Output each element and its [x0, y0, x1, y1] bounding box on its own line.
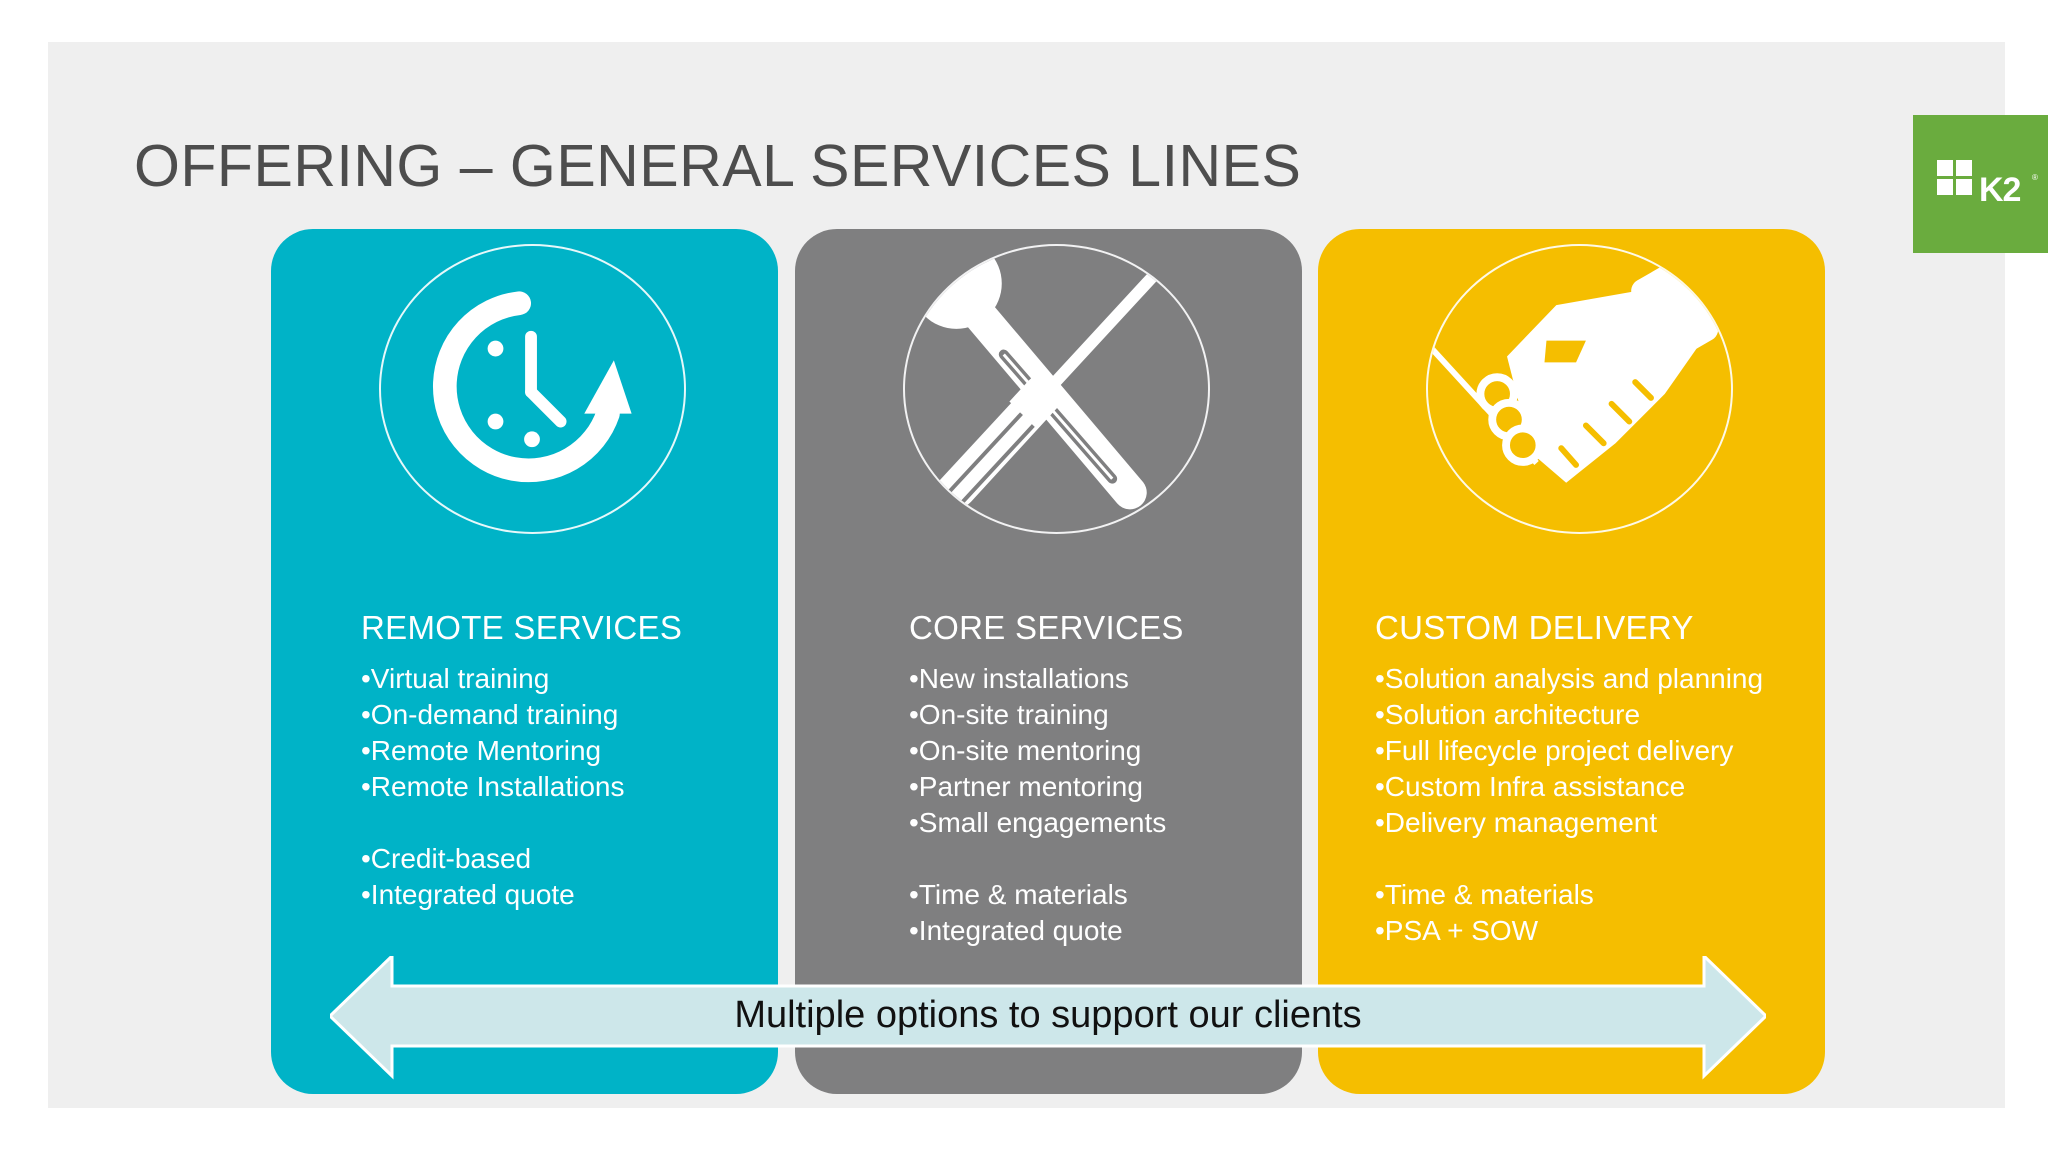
list-item: •PSA + SOW: [1375, 915, 1539, 946]
list-item: •Integrated quote: [361, 879, 575, 910]
card-list: •New installations •On-site training •On…: [909, 661, 1166, 949]
clock-refresh-icon: [379, 244, 686, 534]
list-item: •On-demand training: [361, 699, 619, 730]
list-spacer: [1375, 841, 1763, 877]
card-heading: REMOTE SERVICES: [361, 609, 683, 646]
list-item: •Time & materials: [909, 879, 1128, 910]
list-item: •Solution architecture: [1375, 699, 1641, 730]
list-item: •Full lifecycle project delivery: [1375, 735, 1734, 766]
logo-registered-mark: ®: [2032, 173, 2038, 182]
list-item: •Virtual training: [361, 663, 550, 694]
wrench-screwdriver-icon: [903, 244, 1210, 534]
list-item: •On-site training: [909, 699, 1109, 730]
list-item: •Integrated quote: [909, 915, 1123, 946]
list-item: •Custom Infra assistance: [1375, 771, 1686, 802]
k2-logo: K2 ®: [1913, 115, 2048, 253]
list-item: •Remote Mentoring: [361, 735, 602, 766]
card-core-services: CORE SERVICES •New installations •On-sit…: [795, 229, 1302, 1094]
list-item: •On-site mentoring: [909, 735, 1142, 766]
list-spacer: [361, 805, 624, 841]
list-item: •New installations: [909, 663, 1129, 694]
slide-title: OFFERING – GENERAL SERVICES LINES: [134, 133, 1302, 199]
double-arrow-icon: [330, 956, 1766, 1080]
handshake-icon: [1426, 244, 1733, 534]
list-item: •Delivery management: [1375, 807, 1658, 838]
logo-text: K2: [1979, 171, 2021, 209]
card-list: •Solution analysis and planning •Solutio…: [1375, 661, 1763, 949]
list-item: •Time & materials: [1375, 879, 1594, 910]
arrow-caption: Multiple options to support our clients: [734, 994, 1362, 1036]
card-heading: CORE SERVICES: [909, 609, 1184, 646]
list-item: •Remote Installations: [361, 771, 625, 802]
list-item: •Credit-based: [361, 843, 532, 874]
list-item: •Partner mentoring: [909, 771, 1143, 802]
logo-squares-icon: [1937, 160, 1973, 196]
card-list: •Virtual training •On-demand training •R…: [361, 661, 624, 913]
list-item: •Small engagements: [909, 807, 1167, 838]
card-remote-services: REMOTE SERVICES •Virtual training •On-de…: [271, 229, 778, 1094]
double-arrow-banner: Multiple options to support our clients: [330, 956, 1766, 1120]
card-custom-delivery: CUSTOM DELIVERY •Solution analysis and p…: [1318, 229, 1825, 1094]
list-spacer: [909, 841, 1166, 877]
list-item: •Solution analysis and planning: [1375, 663, 1764, 694]
card-heading: CUSTOM DELIVERY: [1375, 609, 1694, 646]
